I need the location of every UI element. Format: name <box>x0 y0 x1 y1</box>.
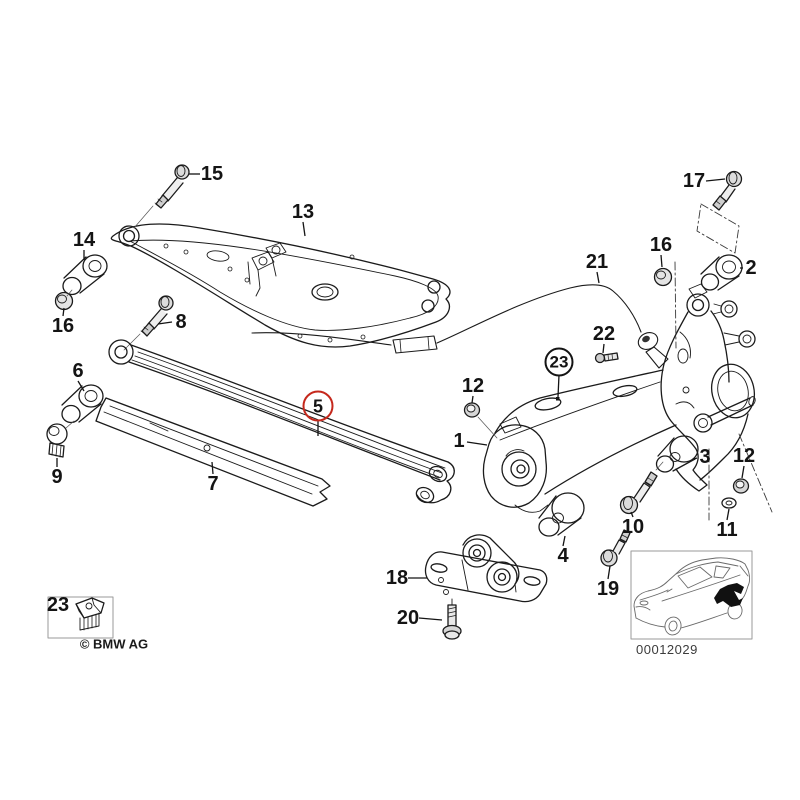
part-label-2: 2 <box>745 257 757 279</box>
part-label-16: 16 <box>51 315 75 337</box>
bushing-2 <box>700 254 743 291</box>
bolt-19 <box>600 529 631 567</box>
bolt-8 <box>123 295 174 351</box>
wheel-carrier <box>660 283 756 492</box>
image-code: 00012029 <box>636 642 698 657</box>
part-label-11: 11 <box>716 519 738 541</box>
ball-pin-9 <box>46 423 68 458</box>
cover-plate-7 <box>95 397 331 507</box>
bolt-15 <box>133 164 190 229</box>
bushing-3 <box>655 435 699 473</box>
inset-part-box <box>47 596 114 639</box>
part-label-3: 3 <box>699 446 711 468</box>
mount-bracket-18 <box>424 534 548 603</box>
part-label-5: 5 <box>302 390 334 422</box>
bushing-4 <box>538 492 585 537</box>
part-label-1: 1 <box>453 430 465 452</box>
part-label-14: 14 <box>72 229 96 251</box>
part-label-20: 20 <box>396 607 420 629</box>
bushing-14 <box>62 254 108 296</box>
part-label-22: 22 <box>592 323 616 345</box>
part-label-13: 13 <box>291 201 315 223</box>
abs-sensor-cable-21 <box>251 284 669 369</box>
bolt-10 <box>619 461 664 515</box>
bolt-17 <box>712 170 743 211</box>
strut-bar-5 <box>108 339 455 504</box>
trailing-arm-1 <box>482 369 677 513</box>
highlight-part-marker <box>714 583 744 607</box>
part-label-8: 8 <box>175 311 187 333</box>
car-locator-box <box>630 550 753 640</box>
part-label-10: 10 <box>621 516 645 538</box>
part-label-17: 17 <box>682 170 706 192</box>
nut-12-right <box>732 478 750 494</box>
part-label-12: 12 <box>461 375 485 397</box>
sensor-bolt-22 <box>594 352 619 364</box>
part-label-19: 19 <box>596 578 620 600</box>
part-label-18: 18 <box>385 567 409 589</box>
leader-lines <box>56 173 745 621</box>
bushing-6 <box>61 384 104 429</box>
part-label-9: 9 <box>51 466 63 488</box>
part-label-21: 21 <box>585 251 609 273</box>
bmw-copyright: © BMW AG <box>79 636 149 652</box>
part-label-23: 23 <box>46 594 70 616</box>
part-label-7: 7 <box>207 473 219 495</box>
nut-12-left <box>463 402 498 439</box>
part-label-6: 6 <box>72 360 84 382</box>
nut-16-right <box>653 267 673 287</box>
part-label-4: 4 <box>557 545 569 567</box>
part-label-15: 15 <box>200 163 224 185</box>
washer-11 <box>721 497 737 509</box>
subframe-arm-13 <box>110 223 451 348</box>
bolt-20 <box>442 598 462 640</box>
assembly-guide-lines <box>674 203 773 521</box>
nut-16-left <box>54 289 74 311</box>
part-label-16: 16 <box>649 234 673 256</box>
part-label-12: 12 <box>732 445 756 467</box>
part-label-23: 23 <box>544 347 574 377</box>
